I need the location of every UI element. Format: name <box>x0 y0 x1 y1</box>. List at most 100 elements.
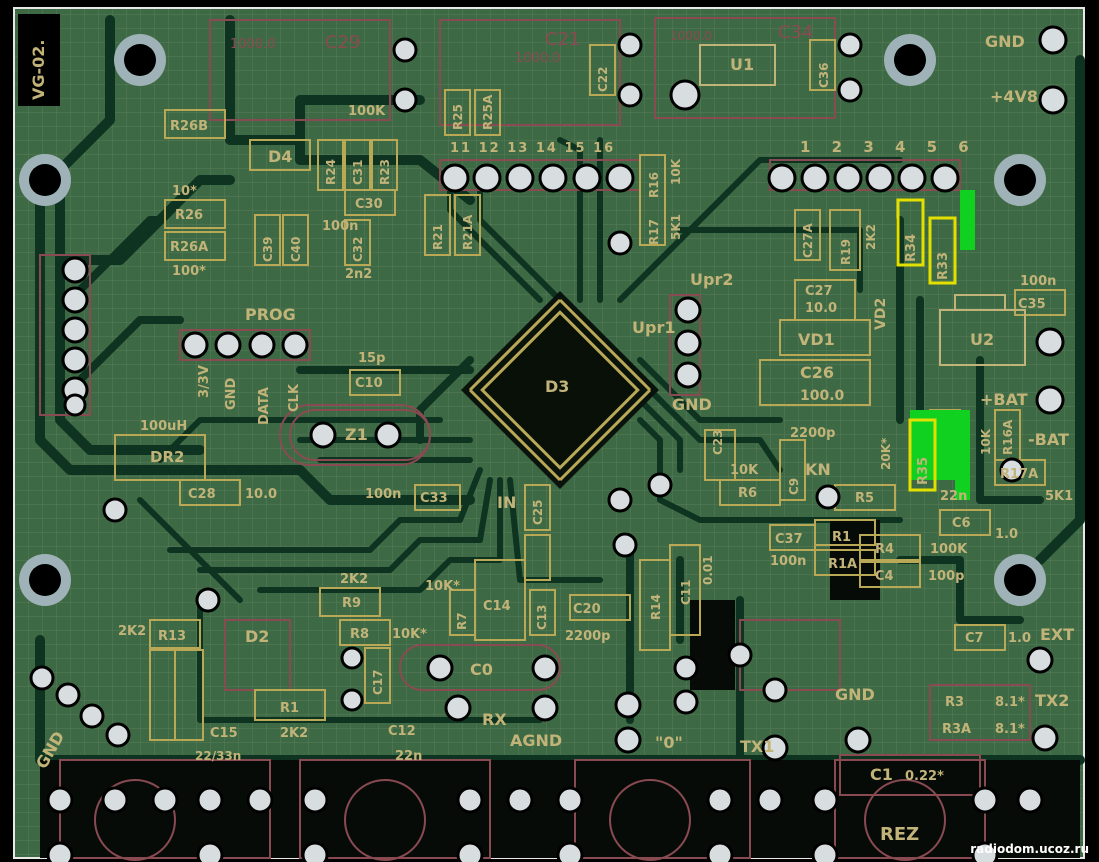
c33-value: 100n <box>365 487 401 502</box>
r7-label: R7 <box>455 612 469 630</box>
r6-value: 10K <box>730 463 759 478</box>
r3-value: 8.1* <box>995 695 1025 710</box>
r16a-label: R16A <box>1001 419 1015 455</box>
version-label: VG-02. <box>29 40 48 101</box>
r16a-value: 10K <box>979 428 993 455</box>
r21-label: R21 <box>431 224 445 250</box>
c27-value: 10.0 <box>805 301 837 316</box>
val-100k: 100K <box>348 104 386 119</box>
c30-value: 100n <box>322 219 358 234</box>
c30-label: C30 <box>355 197 383 212</box>
c10-label: C10 <box>355 376 383 391</box>
r19-label: R19 <box>839 239 853 265</box>
dr2-label: DR2 <box>150 448 184 466</box>
c26-label: C26 <box>800 363 834 382</box>
r26a-label: R26A <box>170 240 208 255</box>
c17-label: C17 <box>371 669 385 695</box>
r4-label: R4 <box>875 542 894 557</box>
c1-value: 0.22* <box>905 769 944 784</box>
c20-label: C20 <box>573 602 601 617</box>
agnd-label: AGND <box>510 731 562 750</box>
through-hole-pads <box>29 25 1068 862</box>
version-block <box>18 14 60 106</box>
r16-value: 10K <box>669 158 683 185</box>
component-labels: U1 U2 D4 D2 DR2 100uH Z1 C10 15p C28 10.… <box>118 55 1073 784</box>
c31-label: C31 <box>351 159 365 185</box>
rx-label: RX <box>482 710 507 729</box>
r9-value: 2K2 <box>340 572 368 587</box>
gnd-top-label: GND <box>985 32 1025 51</box>
c36-label: C36 <box>817 62 831 88</box>
c35-value: 100n <box>1020 274 1056 289</box>
c32-value: 2n2 <box>345 267 372 282</box>
r26b-label: R26B <box>170 119 208 134</box>
r8-value: 10K* <box>392 627 427 642</box>
c34-value: 1000.0 <box>670 29 712 43</box>
r14-label: R14 <box>649 594 663 620</box>
c7-label: C7 <box>965 631 984 646</box>
tx1-label: TX1 <box>740 737 774 756</box>
r25-label: R25 <box>451 104 465 130</box>
c21-value: 1000.0 <box>515 51 561 66</box>
c37-value: 100n <box>770 554 806 569</box>
c20-value: 2200p <box>565 629 611 644</box>
c7-value: 1.0 <box>1008 631 1031 646</box>
r17a-label: R17A <box>1000 467 1038 482</box>
prog-pin-1: 3/3V <box>197 365 212 398</box>
r13-label: R13 <box>158 629 186 644</box>
prog-pin-2: GND <box>224 377 239 410</box>
r8-label: R8 <box>350 627 369 642</box>
watermark: radiodom.ucoz.ru <box>970 842 1089 856</box>
minus-bat-label: -BAT <box>1028 430 1069 449</box>
c9-label: C9 <box>787 478 801 495</box>
c13-label: C13 <box>535 604 549 630</box>
c22-label: C22 <box>596 66 610 92</box>
c28-label: C28 <box>188 487 216 502</box>
r1b-label: R1 <box>280 701 299 716</box>
r6-label: R6 <box>738 486 757 501</box>
c12-label: C12 <box>388 724 416 739</box>
regulators <box>699 44 1026 366</box>
c34-label: C34 <box>778 22 813 43</box>
c40-label: C40 <box>289 236 303 262</box>
c33-label: C33 <box>420 491 448 506</box>
z1-label: Z1 <box>345 425 368 444</box>
c6-value: 1.0 <box>995 527 1018 542</box>
r3a-label: R3A <box>942 722 971 737</box>
c29-label: C29 <box>325 32 360 53</box>
vd1-label: VD1 <box>798 330 835 349</box>
connector-labels: GND +4V8 +BAT -BAT EXT TX2 TX1 KN GND GN… <box>32 32 1074 845</box>
ic-d3: D3 <box>461 291 659 489</box>
c32-label: C32 <box>351 236 365 262</box>
c15-label: C15 <box>210 726 238 741</box>
c39-label: C39 <box>261 236 275 262</box>
u1-label: U1 <box>730 55 754 74</box>
c1-label: C1 <box>870 765 893 784</box>
prog-pin-labels: 3/3V GND DATA CLK <box>197 365 302 425</box>
r21a-label: R21A <box>461 214 475 250</box>
smd-parts <box>114 39 1066 741</box>
header-numbers-top: 1 2 3 4 5 6 <box>800 138 977 156</box>
r26-label: R26 <box>175 208 203 223</box>
r33-label: R33 <box>936 252 951 280</box>
r25a-label: R25A <box>481 94 495 130</box>
tx2-label: TX2 <box>1035 691 1069 710</box>
r16-label: R16 <box>647 172 661 198</box>
r9-label: R9 <box>342 596 361 611</box>
c12-value: 22n <box>395 749 422 764</box>
r1b-value: 2K2 <box>280 726 308 741</box>
c0-label: C0 <box>470 660 493 679</box>
u2-label: U2 <box>970 330 994 349</box>
silk-text: C29 1000.0 C21 1000.0 C34 1000.0 <box>230 22 813 66</box>
r13-value: 2K2 <box>118 624 146 639</box>
c10-value: 15p <box>358 351 385 366</box>
r17a-value: 5K1 <box>1045 489 1073 504</box>
c37-label: C37 <box>775 532 803 547</box>
r19-value: 2K2 <box>864 224 878 250</box>
plus4v8-label: +4V8 <box>990 87 1038 106</box>
c21-label: C21 <box>545 29 580 50</box>
r3a-value: 8.1* <box>995 722 1025 737</box>
c14-label: C14 <box>483 599 511 614</box>
gnd-mid-label: GND <box>835 685 875 704</box>
